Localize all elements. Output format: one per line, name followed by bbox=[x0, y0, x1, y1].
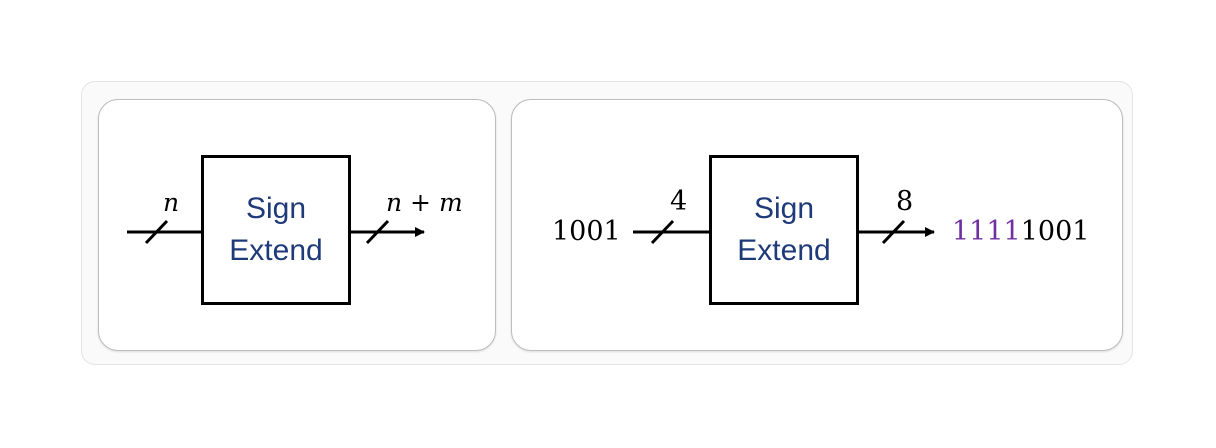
original-bits: 1001 bbox=[1020, 216, 1090, 247]
input-bus-slash bbox=[144, 219, 169, 245]
output-bus-slash bbox=[881, 219, 906, 245]
input-width-label: 4 bbox=[670, 186, 688, 217]
input-width-label: n bbox=[163, 188, 180, 217]
example-sign-extend-panel: 1001 4 Sign Extend 8 11111001 bbox=[511, 99, 1123, 351]
output-value: 11111001 bbox=[952, 218, 1089, 245]
generic-wires bbox=[127, 219, 425, 245]
extension-bits: 1111 bbox=[952, 216, 1021, 247]
sign-extend-block: Sign Extend bbox=[709, 155, 859, 305]
generic-sign-extend-panel: Sign Extend n n + m bbox=[98, 99, 496, 351]
block-label-line2: Extend bbox=[737, 234, 831, 267]
block-label-line1: Sign bbox=[245, 192, 307, 225]
block-label-line2: Extend bbox=[229, 234, 323, 267]
block-label-line1: Sign bbox=[753, 192, 815, 225]
output-bus-slash bbox=[365, 219, 390, 245]
input-value: 1001 bbox=[552, 216, 621, 247]
output-width-label: 8 bbox=[896, 186, 914, 217]
sign-extend-block: Sign Extend bbox=[201, 155, 351, 305]
output-width-label: n + m bbox=[386, 188, 463, 217]
example-wires bbox=[633, 219, 935, 245]
input-bus-slash bbox=[650, 219, 675, 245]
